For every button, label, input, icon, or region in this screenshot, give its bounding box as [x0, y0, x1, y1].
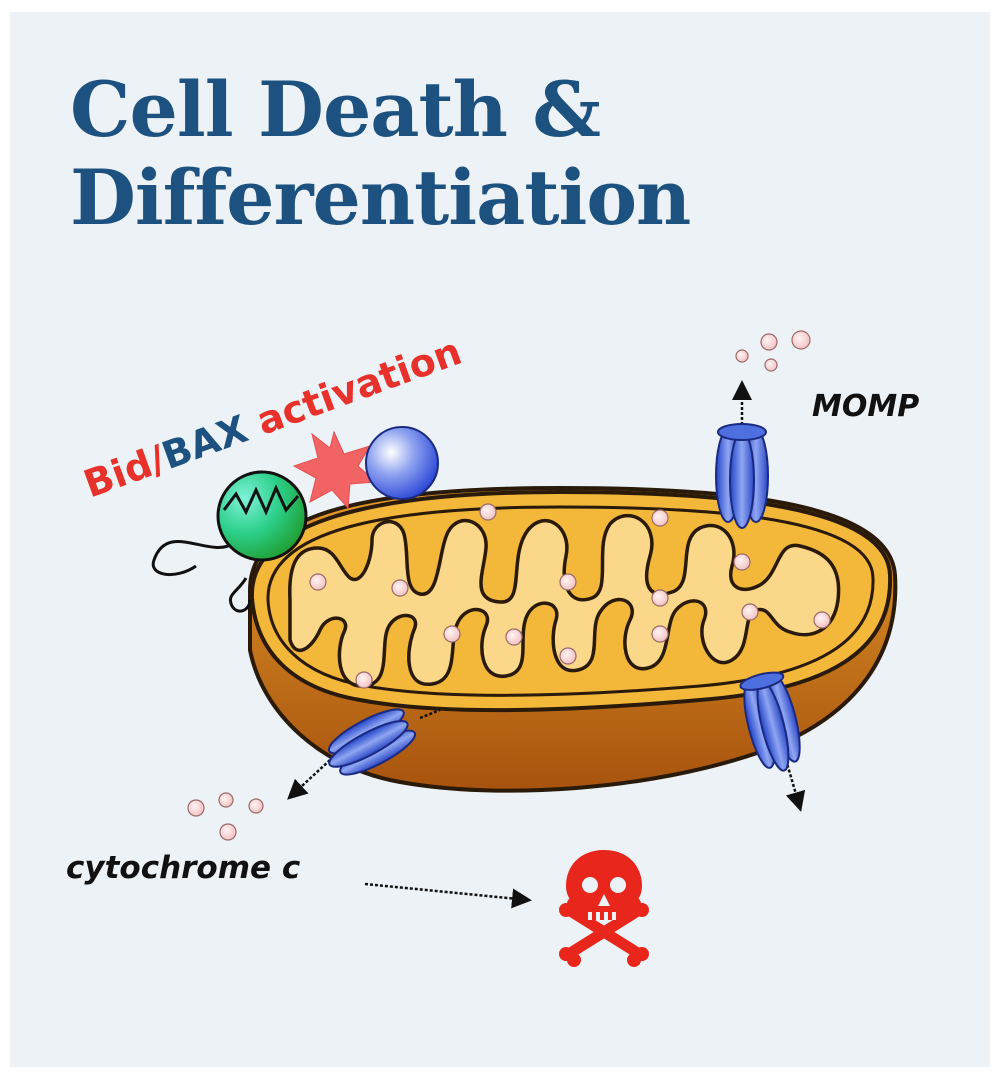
skull-crossbones-icon [559, 850, 649, 967]
bid-protein [151, 470, 308, 613]
bax-protein [365, 426, 439, 500]
released-particles-top [735, 330, 811, 372]
death-arrow [364, 882, 532, 909]
channel-pore-left [287, 708, 441, 800]
explosion-star-icon [292, 430, 378, 510]
released-particles-bottom [187, 792, 264, 841]
inner-membrane [266, 505, 875, 697]
label-activation: activation [238, 329, 467, 448]
label-bid: Bid/ [78, 437, 171, 507]
title-line-1: Cell Death & [70, 65, 601, 154]
cytochrome-particles-inner [309, 503, 831, 689]
title-line-2: Differentiation [70, 153, 691, 242]
journal-title: Cell Death & Differentiation [70, 65, 691, 242]
channel-pore-top [715, 380, 769, 529]
channel-pore-right [739, 671, 806, 812]
cytochrome-c-label: cytochrome c [66, 850, 301, 886]
momp-label: MOMP [812, 389, 919, 424]
label-bax: BAX [156, 407, 253, 478]
